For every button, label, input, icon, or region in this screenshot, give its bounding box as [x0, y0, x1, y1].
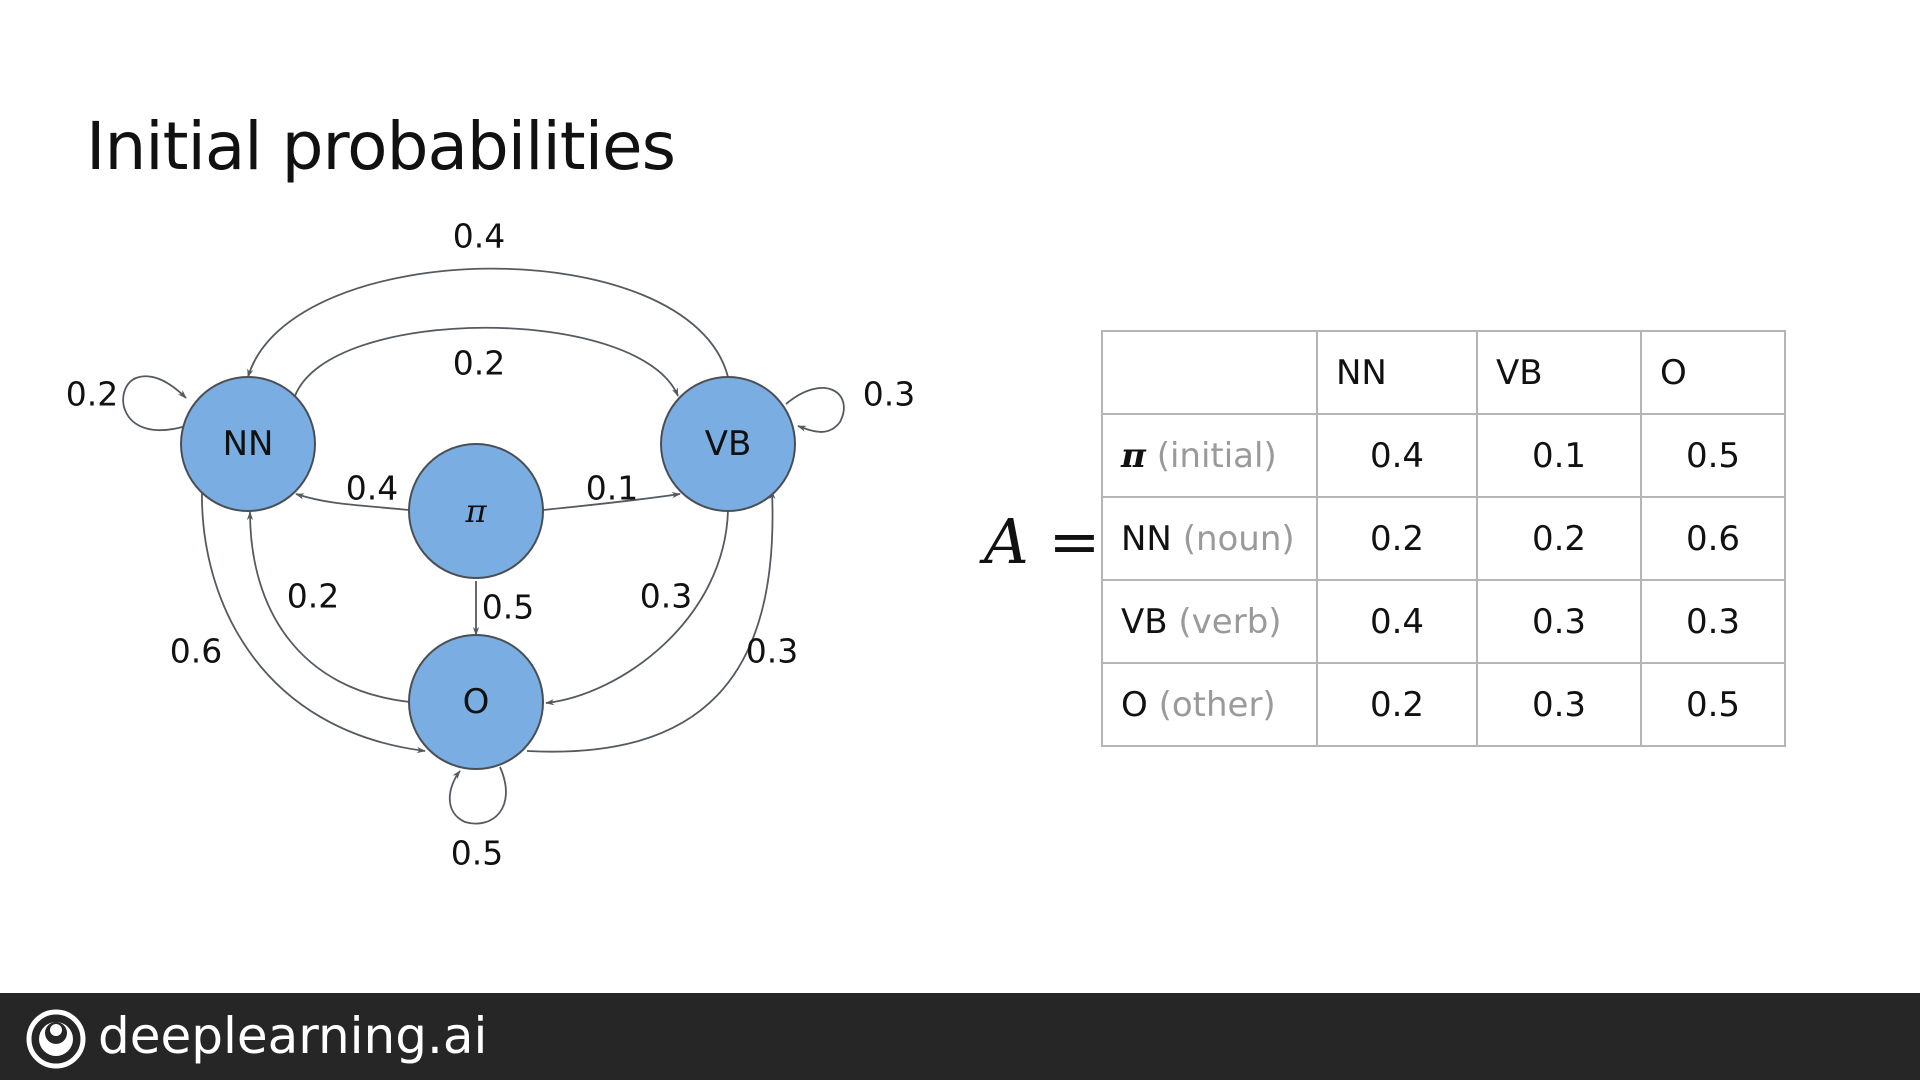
edge-vb-to-nn: [247, 267, 729, 378]
column-header-nn: NN: [1316, 330, 1478, 415]
edge-pi-to-nn: [295, 493, 410, 511]
edge-nn-self: [122, 375, 187, 432]
matrix-name: A: [984, 505, 1029, 578]
matrix-cell: 0.4: [1316, 413, 1478, 498]
hmm-state-diagram: 0.4 0.2 0.2 0.3 0.4 0.1 0.5 0.2 0.3 0.6 …: [66, 217, 915, 873]
edge-label-o-to-vb: 0.3: [746, 632, 798, 671]
node-pi-label: π: [464, 492, 487, 530]
edge-pi-to-vb: [542, 492, 681, 511]
row-desc: (other): [1158, 684, 1276, 725]
edge-nn-to-o: [201, 489, 426, 754]
matrix-cell: 0.3: [1640, 579, 1786, 664]
row-label: π: [1121, 435, 1146, 476]
matrix-row-initial: π (initial) 0.4 0.1 0.5: [1101, 413, 1786, 498]
matrix-cell: 0.3: [1476, 662, 1642, 747]
footer-bar: deeplearning.ai: [0, 993, 1920, 1080]
row-desc: (noun): [1182, 518, 1295, 559]
matrix-cell: 0.3: [1476, 579, 1642, 664]
row-label: VB: [1121, 601, 1168, 642]
matrix-header-row: NN VB O: [1101, 330, 1786, 415]
matrix-cell: 0.5: [1640, 662, 1786, 747]
edge-label-o-to-nn: 0.2: [287, 577, 339, 616]
initial-probability-matrix: NN VB O π (initial) 0.4 0.1 0.5 NN (noun…: [1101, 330, 1786, 747]
edge-vb-self: [785, 387, 845, 433]
edge-o-to-vb: [526, 490, 776, 753]
node-pi: π: [408, 443, 544, 579]
matrix-cell: 0.4: [1316, 579, 1478, 664]
matrix-row-noun: NN (noun) 0.2 0.2 0.6: [1101, 496, 1786, 581]
slide-title: Initial probabilities: [86, 108, 676, 185]
edge-label-pi-to-o: 0.5: [482, 588, 534, 627]
row-label: NN: [1121, 518, 1172, 559]
column-header-o: O: [1640, 330, 1786, 415]
matrix-cell: 0.2: [1316, 496, 1478, 581]
node-o-label: O: [463, 682, 490, 722]
edge-label-nn-to-vb: 0.2: [453, 344, 505, 383]
matrix-symbol: A =: [984, 505, 1100, 578]
row-label: O: [1121, 684, 1148, 725]
matrix-cell: 0.2: [1316, 662, 1478, 747]
edge-nn-to-vb: [294, 326, 679, 397]
edge-label-o-self: 0.5: [451, 834, 503, 873]
edge-label-vb-to-o: 0.3: [640, 577, 692, 616]
matrix-cell: 0.6: [1640, 496, 1786, 581]
matrix-row-other: O (other) 0.2 0.3 0.5: [1101, 662, 1786, 747]
row-header-other: O (other): [1101, 662, 1318, 747]
matrix-cell: 0.2: [1476, 496, 1642, 581]
row-header-noun: NN (noun): [1101, 496, 1318, 581]
edge-label-pi-to-vb: 0.1: [586, 469, 638, 508]
matrix-row-verb: VB (verb) 0.4 0.3 0.3: [1101, 579, 1786, 664]
row-header-verb: VB (verb): [1101, 579, 1318, 664]
matrix-cell: 0.1: [1476, 413, 1642, 498]
matrix-cell: 0.5: [1640, 413, 1786, 498]
edge-label-vb-to-nn: 0.4: [453, 217, 505, 256]
row-desc: (verb): [1178, 601, 1282, 642]
row-header-initial: π (initial): [1101, 413, 1318, 498]
equals-sign: =: [1048, 505, 1101, 578]
edge-o-self: [449, 766, 507, 825]
node-nn: NN: [180, 376, 316, 512]
edge-label-vb-self: 0.3: [863, 375, 915, 414]
edge-o-to-nn: [246, 511, 411, 703]
matrix-corner-cell: [1101, 330, 1318, 415]
edge-label-pi-to-nn: 0.4: [346, 469, 398, 508]
row-desc: (initial): [1156, 435, 1277, 476]
node-nn-label: NN: [223, 424, 274, 464]
column-header-vb: VB: [1476, 330, 1642, 415]
edge-label-nn-to-o: 0.6: [170, 632, 222, 671]
node-vb-label: VB: [705, 424, 752, 464]
brand-name: deeplearning.ai: [98, 1007, 488, 1065]
edge-label-nn-self: 0.2: [66, 375, 118, 414]
edge-vb-to-o: [545, 509, 729, 706]
node-o: O: [408, 634, 544, 770]
node-vb: VB: [660, 376, 796, 512]
deeplearning-logo-icon: [26, 1009, 86, 1069]
